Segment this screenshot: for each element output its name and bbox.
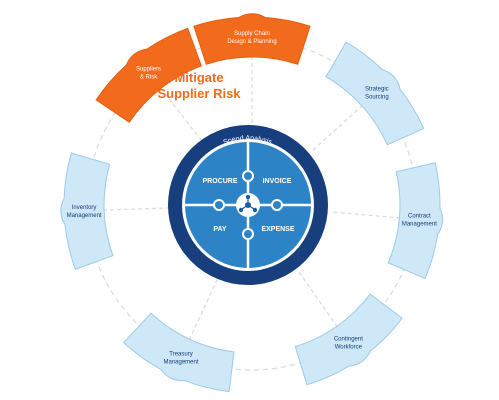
segment-label-supply-chain-1: Supply Chain — [234, 31, 270, 37]
spoke-contract-management — [333, 211, 400, 219]
segment-label-treasury-management-1: Treasury — [169, 351, 192, 357]
segment-label-suppliers-risk-1: Suppliers — [136, 67, 161, 73]
segment-label-contract-management-1: Contract — [408, 214, 431, 220]
segment-strategic-sourcing — [325, 41, 425, 146]
mitigate-supplier-risk-callout-line2: Supplier Risk — [157, 86, 241, 101]
segment-contingent-workforce — [294, 293, 403, 386]
spoke-contingent-workforce — [298, 271, 338, 327]
quadrant-label-expense: EXPENSE — [261, 226, 294, 233]
segment-label-strategic-sourcing-2: Sourcing — [365, 95, 389, 101]
network-nodes-icon — [238, 194, 258, 213]
segment-label-inventory-management-2: Management — [67, 213, 102, 219]
spoke-strategic-sourcing — [312, 105, 363, 151]
segment-label-inventory-management-1: Inventory — [72, 205, 97, 211]
segment-contract-management — [387, 162, 444, 280]
hub-divider-notch-left — [213, 199, 225, 211]
spend-analysis-ring-label: Spend Analysis — [222, 135, 273, 146]
segment-treasury-management — [123, 312, 235, 393]
segment-label-strategic-sourcing-1: Strategic — [365, 87, 389, 93]
mitigate-supplier-risk-callout: Mitigate — [174, 70, 223, 85]
quadrant-label-pay: PAY — [213, 226, 227, 233]
central-hub: PROCURE INVOICE PAY EXPENSE Spend Analys… — [168, 125, 328, 285]
radial-spokes — [104, 57, 400, 340]
segment-supply-chain — [193, 13, 311, 65]
hub-divider-notch-right — [271, 199, 283, 211]
segment-label-treasury-management-2: Management — [163, 359, 198, 365]
spoke-suppliers-risk — [160, 88, 202, 141]
quadrant-label-invoice: INVOICE — [263, 178, 292, 185]
spoke-treasury-management — [188, 279, 218, 340]
segment-label-contingent-workforce-1: Contingent — [334, 337, 363, 343]
hub-divider-notch-top — [242, 170, 254, 182]
segment-label-suppliers-risk-2: & Risk — [140, 75, 158, 81]
segment-suppliers-risk — [95, 27, 203, 123]
segment-label-supply-chain-2: Design & Planning — [227, 39, 276, 45]
spoke-inventory-management — [104, 207, 171, 211]
quadrant-label-procure: PROCURE — [202, 178, 237, 185]
hub-divider-notch-bottom — [242, 228, 254, 240]
segment-label-contract-management-2: Management — [402, 222, 437, 228]
segment-label-contingent-workforce-2: Workforce — [335, 345, 363, 351]
segment-inventory-management — [60, 152, 114, 270]
